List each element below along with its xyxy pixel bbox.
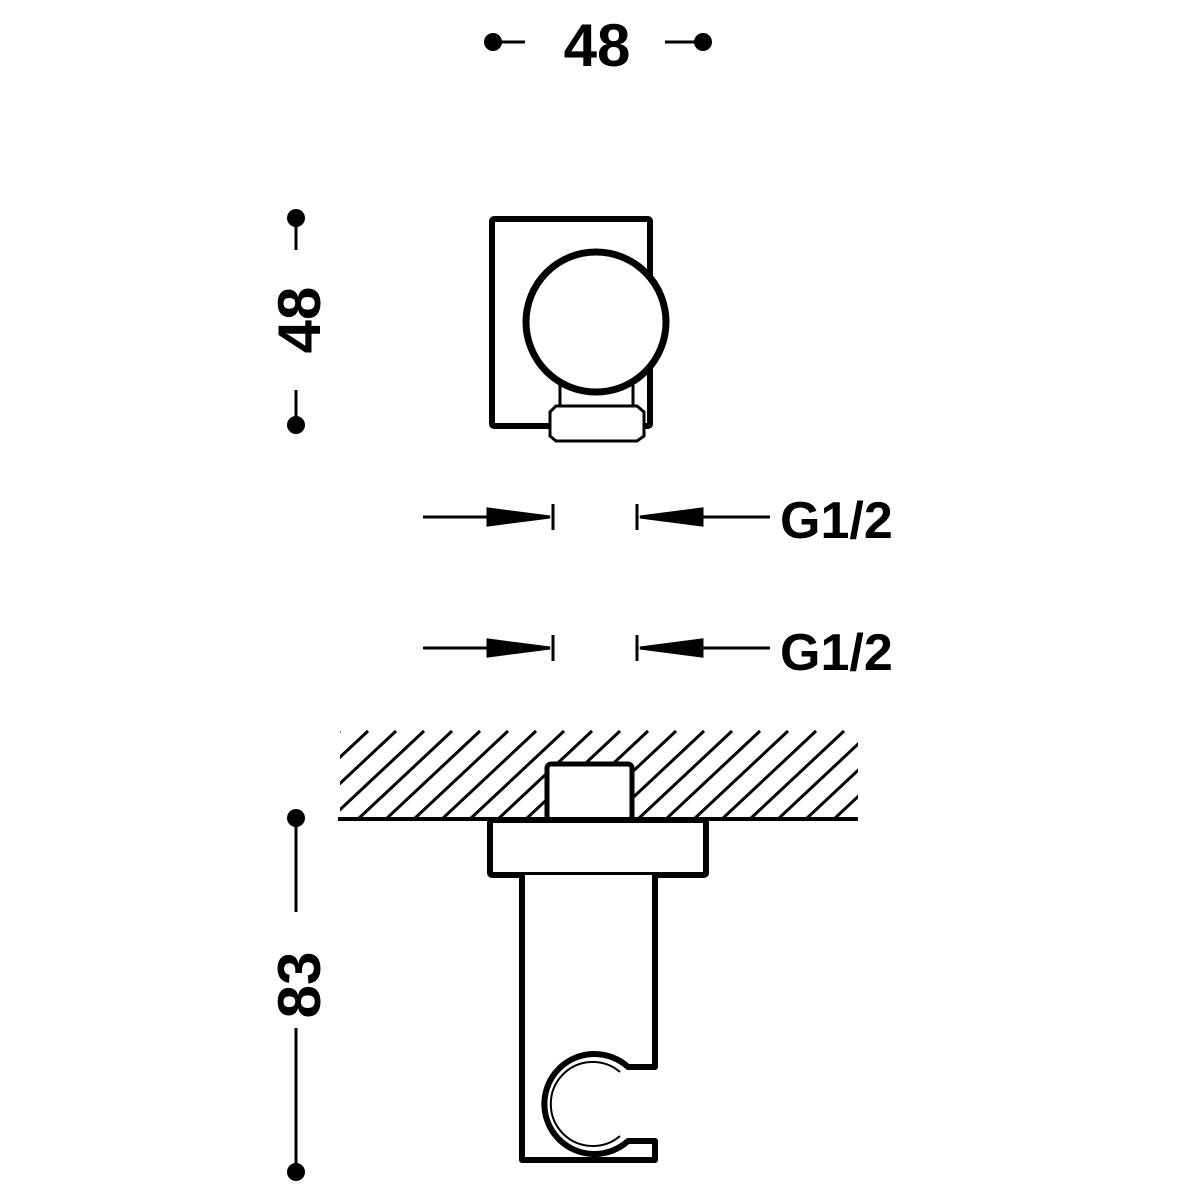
hatch-line <box>775 742 858 820</box>
hatch-line <box>340 729 398 786</box>
thread-dimension-upper: G1/2 <box>423 492 893 550</box>
dimension-top-height: 48 <box>266 209 333 434</box>
dimension-label-side-height: 83 <box>266 952 333 1019</box>
thread-label-upper: G1/2 <box>780 492 893 550</box>
dimension-label-top-width: 48 <box>564 12 631 79</box>
hatch-line <box>340 731 342 734</box>
hatch-line <box>467 729 566 820</box>
dimension-top-width: 48 <box>484 12 712 79</box>
hatch-line <box>747 729 846 820</box>
hatch-line <box>861 731 956 820</box>
hatch-line <box>383 729 482 820</box>
side-view-part <box>487 761 709 1163</box>
thread-label-lower: G1/2 <box>780 624 893 682</box>
thread-dimension-lower: G1/2 <box>423 624 893 682</box>
hatch-line <box>831 794 858 820</box>
hatch-line <box>411 729 510 820</box>
top-view-part <box>489 216 670 443</box>
hatch-line <box>355 729 454 820</box>
hatch-line <box>803 768 858 820</box>
hatch-line <box>439 729 538 820</box>
dimension-label-top-height: 48 <box>266 287 333 354</box>
hatch-line <box>719 729 818 820</box>
hatch-line <box>691 729 790 820</box>
hatch-line <box>663 729 762 820</box>
hatch-line <box>340 729 426 812</box>
hatch-line <box>340 729 370 760</box>
dimension-side-height: 83 <box>266 809 333 1181</box>
hatch-line <box>635 729 734 820</box>
